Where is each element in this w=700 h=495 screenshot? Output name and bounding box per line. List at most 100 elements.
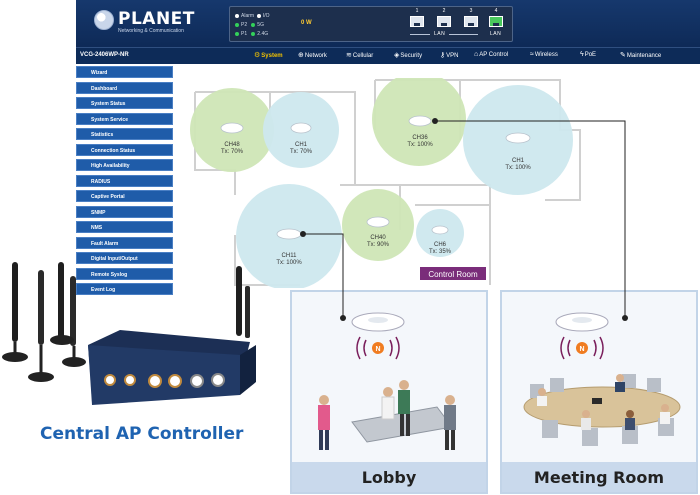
sidebar-item-digital-io[interactable]: Digital Input/Output [76,252,173,264]
ap-ch48-channel: CH48 [224,142,240,148]
lan-port-1-icon[interactable] [410,16,424,27]
5g-led-icon [251,22,256,27]
lobby-signal-icon [356,336,400,360]
lobby-badge-letter: N [375,346,380,353]
nav-maintenance[interactable]: ✎Maintenance [620,51,661,59]
app-header: PLANET Networking & Communication Alarm … [76,0,700,47]
ap-icon: ⌂ [474,51,479,58]
antennas [2,262,250,382]
ap-ch36-icon[interactable] [408,115,432,127]
p1-led-row: P1 2.4G [235,31,268,37]
controller-ports [104,373,225,388]
ap-ch36-channel: CH36 [412,135,428,141]
nav-vpn[interactable]: ⚷VPN [440,51,458,59]
nav-maintenance-label: Maintenance [626,53,662,59]
port-number-3: 3 [469,8,473,14]
nav-system[interactable]: ⚙System [254,51,283,59]
brand-name: PLANET [118,9,195,29]
controller-side-face [240,345,256,395]
cellular-icon: ≋ [346,52,352,59]
ap-ch1-b-icon[interactable] [505,132,531,144]
meeting-badge-icon [576,342,588,354]
alarm-led-row: Alarm I/O [235,13,270,19]
wrench-icon: ✎ [620,52,626,59]
nav-poe[interactable]: ϟPoE [580,51,596,58]
ap-ch48-tx: Tx: 70% [221,149,244,155]
sidebar-item-fault-alarm[interactable]: Fault Alarm [76,236,173,249]
gear-icon: ⚙ [254,52,261,59]
ap-ch1-a-icon[interactable] [290,122,312,134]
sidebar-item-statistics[interactable]: Statistics [76,128,173,140]
lan-group-line-left [410,34,430,35]
nav-ap-control[interactable]: ⌂AP Control [474,51,508,58]
meeting-people [537,374,670,430]
lan-port-2-icon[interactable] [437,16,451,27]
sidebar-item-system-service[interactable]: System Service [76,112,173,125]
p2-led-icon [235,22,239,27]
antenna-4-icon [70,276,76,346]
sidebar-item-snmp[interactable]: SNMP [76,205,173,218]
sidebar-item-dashboard[interactable]: Dashboard [76,81,173,94]
meeting-signal-icon [560,336,604,360]
5g-label: 5G [257,22,264,28]
lan-group-line-right [449,34,478,35]
planet-logo[interactable]: PLANET Networking & Communication [94,9,214,39]
port-number-4: 4 [494,8,498,14]
ap-ch1-b-channel: CH1 [512,158,525,164]
nav-security[interactable]: ◈Security [394,51,422,59]
ap-ch1-a-channel: CH1 [295,142,308,148]
ap-ch1-b-tx: Tx: 100% [505,165,531,171]
globe-icon [94,10,114,30]
lobby-illustration: N [318,312,456,450]
lan-port-4-icon[interactable] [489,16,503,27]
nav-ap-control-label: AP Control [479,52,509,58]
alarm-label: Alarm [241,13,255,19]
sidebar-item-high-availability[interactable]: High Availability [76,159,173,171]
nav-system-label: System [261,53,283,59]
meeting-room-illustration: N [523,312,681,446]
nav-cellular[interactable]: ≋Cellular [346,51,373,59]
port-number-1: 1 [415,8,419,14]
sidebar-item-system-status[interactable]: System Status [76,97,173,109]
ap-ch1-a-tx: Tx: 70% [290,149,313,155]
meeting-room-scene: N Meeting Room [500,290,698,494]
nav-network[interactable]: ⊕Network [298,51,327,59]
antenna-3-icon [58,262,64,340]
24g-led-icon [251,31,256,36]
antenna-base-3-icon [50,335,74,345]
sidebar-item-captive-portal[interactable]: Captive Portal [76,190,173,202]
sidebar-item-remote-syslog[interactable]: Remote Syslog [76,267,173,280]
lobby-people [318,380,456,450]
coverage-zones [190,78,573,288]
ap-ch11-icon[interactable] [276,228,302,240]
lobby-scene: N Lobby [290,290,488,494]
controller-front-face [88,345,240,405]
conference-table [523,386,681,428]
sidebar-item-event-log[interactable]: Event Log [76,283,173,295]
ap-ch36-tx: Tx: 100% [407,142,433,148]
ap-ch40-tx: Tx: 90% [367,242,390,248]
nav-wireless-label: Wireless [534,52,558,58]
nav-wireless[interactable]: ≈Wireless [530,51,558,58]
sidebar-item-radius[interactable]: RADIUS [76,174,173,187]
nav-poe-label: PoE [584,52,597,58]
port-number-2: 2 [442,8,446,14]
network-icon: ⊕ [298,52,304,59]
nav-security-label: Security [400,53,423,59]
lan-port-3-icon[interactable] [464,16,478,27]
ap-ch40-channel: CH40 [370,235,386,241]
ap-ch40-icon[interactable] [366,216,390,228]
ap-ch48-icon[interactable] [220,122,244,134]
nav-cellular-label: Cellular [352,53,374,59]
antenna-5-icon [236,266,242,336]
device-status-panel: Alarm I/O P2 5G P1 2.4G 0 W 1 2 3 4 LAN [229,6,513,42]
sidebar-item-wizard[interactable]: Wizard [76,66,173,78]
ap-ch6-icon[interactable] [431,225,449,235]
io-led-icon [256,13,261,18]
ap-floor-plan: CH48 Tx: 70% CH1 Tx: 70% CH36 Tx: 100% C… [190,78,581,288]
lobby-badge-icon [372,342,384,354]
alarm-led-icon [235,13,239,18]
sidebar-item-nms[interactable]: NMS [76,221,173,233]
sidebar-item-connection-status[interactable]: Connection Status [76,143,173,156]
